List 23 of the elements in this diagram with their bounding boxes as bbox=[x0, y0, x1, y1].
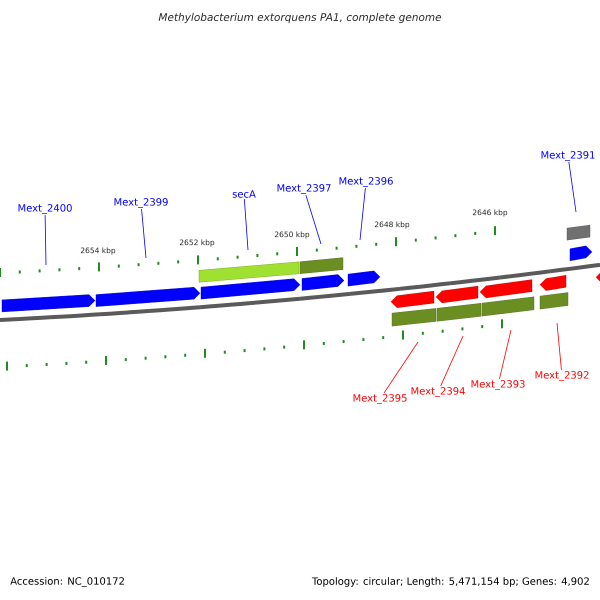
leader-line bbox=[499, 330, 512, 380]
leader-line bbox=[384, 342, 418, 394]
leader-line bbox=[360, 188, 366, 240]
gene-label: Mext_2391 bbox=[542, 151, 595, 161]
gene-label: Mext_2396 bbox=[340, 177, 393, 187]
gene-label: Mext_2392 bbox=[536, 371, 588, 381]
gene-label: Mext_2397 bbox=[278, 184, 331, 194]
footer-text: Accession: NC_010172 bbox=[10, 577, 124, 587]
leader-line bbox=[440, 336, 464, 386]
leader-line bbox=[141, 208, 146, 258]
gene-label: Mext_2399 bbox=[114, 198, 168, 208]
gene-label: Mext_2395 bbox=[354, 394, 407, 404]
footer-text: Topology: circular; Length: 5,471,154 bp; Genes: 4,902 bbox=[312, 577, 589, 587]
gene-label: Mext_2393 bbox=[472, 380, 525, 390]
gene-label: secA bbox=[232, 190, 256, 198]
gene-label: Mext_2394 bbox=[412, 387, 465, 397]
leader-line bbox=[44, 214, 46, 266]
leader-line bbox=[556, 322, 562, 370]
leader-line bbox=[568, 162, 576, 212]
gene-label: Mext_2400 bbox=[18, 204, 72, 214]
leader-line bbox=[305, 194, 322, 244]
title: Methylobacterium extorquens PA1, complete genome bbox=[158, 12, 442, 24]
leader-line bbox=[244, 198, 248, 250]
